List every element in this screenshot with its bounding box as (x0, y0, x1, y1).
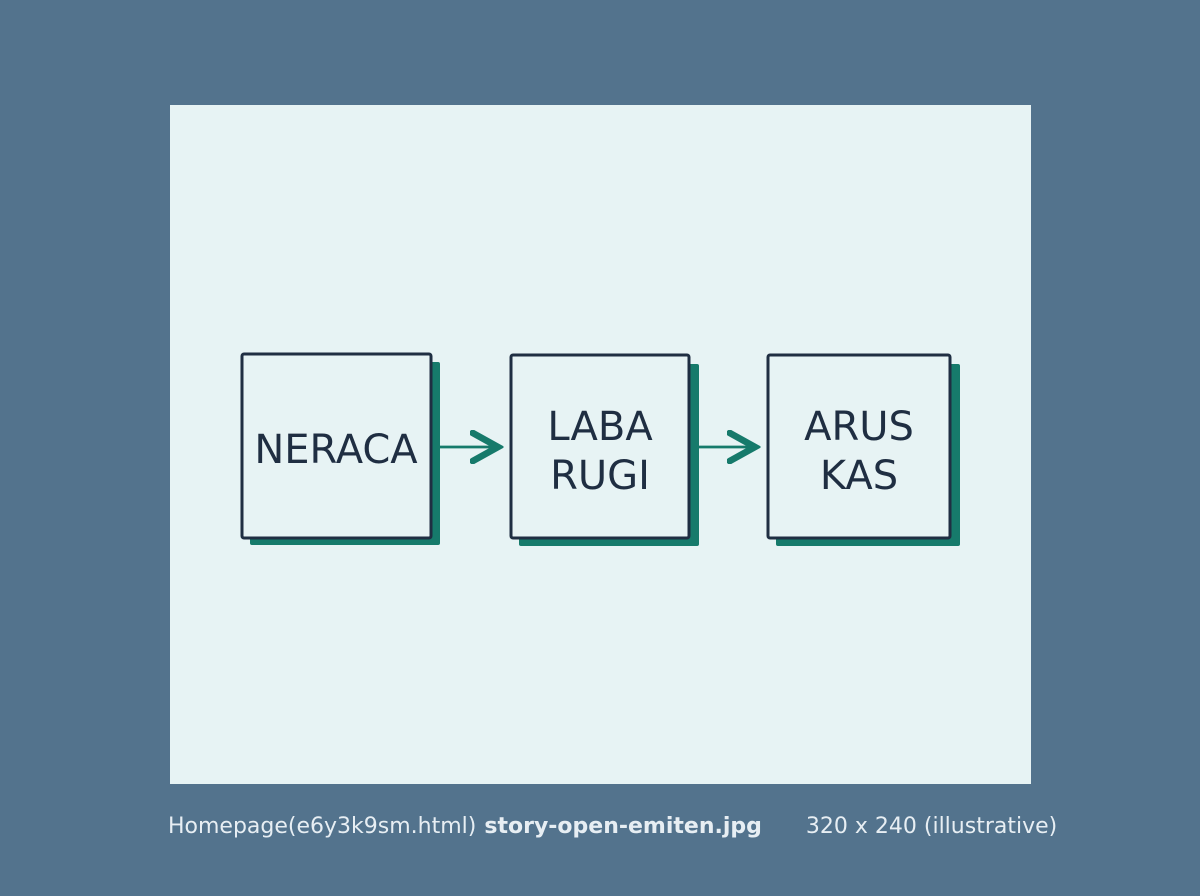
caption-filename: story-open-emiten.jpg (484, 813, 762, 839)
box-laba-rugi-frame (509, 353, 691, 540)
caption-page-link[interactable]: Homepage(e6y3k9sm.html) (168, 813, 477, 839)
flow-diagram: NERACA LABA RUGI ARUS KAS (240, 352, 960, 546)
box-arus-kas-line-2: KAS (820, 453, 898, 499)
box-laba-rugi-line-2: RUGI (550, 453, 650, 499)
box-laba-rugi: LABA RUGI (509, 353, 699, 546)
box-neraca-frame (240, 352, 433, 540)
box-laba-rugi-line-1: LABA (547, 404, 653, 450)
caption-dimensions: 320 x 240 (illustrative) (805, 813, 1058, 839)
image-canvas: NERACA LABA RUGI ARUS KAS (170, 105, 1031, 784)
box-arus-kas-line-1: ARUS (804, 404, 914, 450)
image-caption: Homepage(e6y3k9sm.html) story-open-emite… (168, 808, 1057, 844)
box-neraca-label: NERACA (254, 427, 418, 473)
box-arus-kas-frame (766, 353, 952, 540)
box-arus-kas: ARUS KAS (766, 353, 960, 546)
box-neraca: NERACA (240, 352, 440, 545)
